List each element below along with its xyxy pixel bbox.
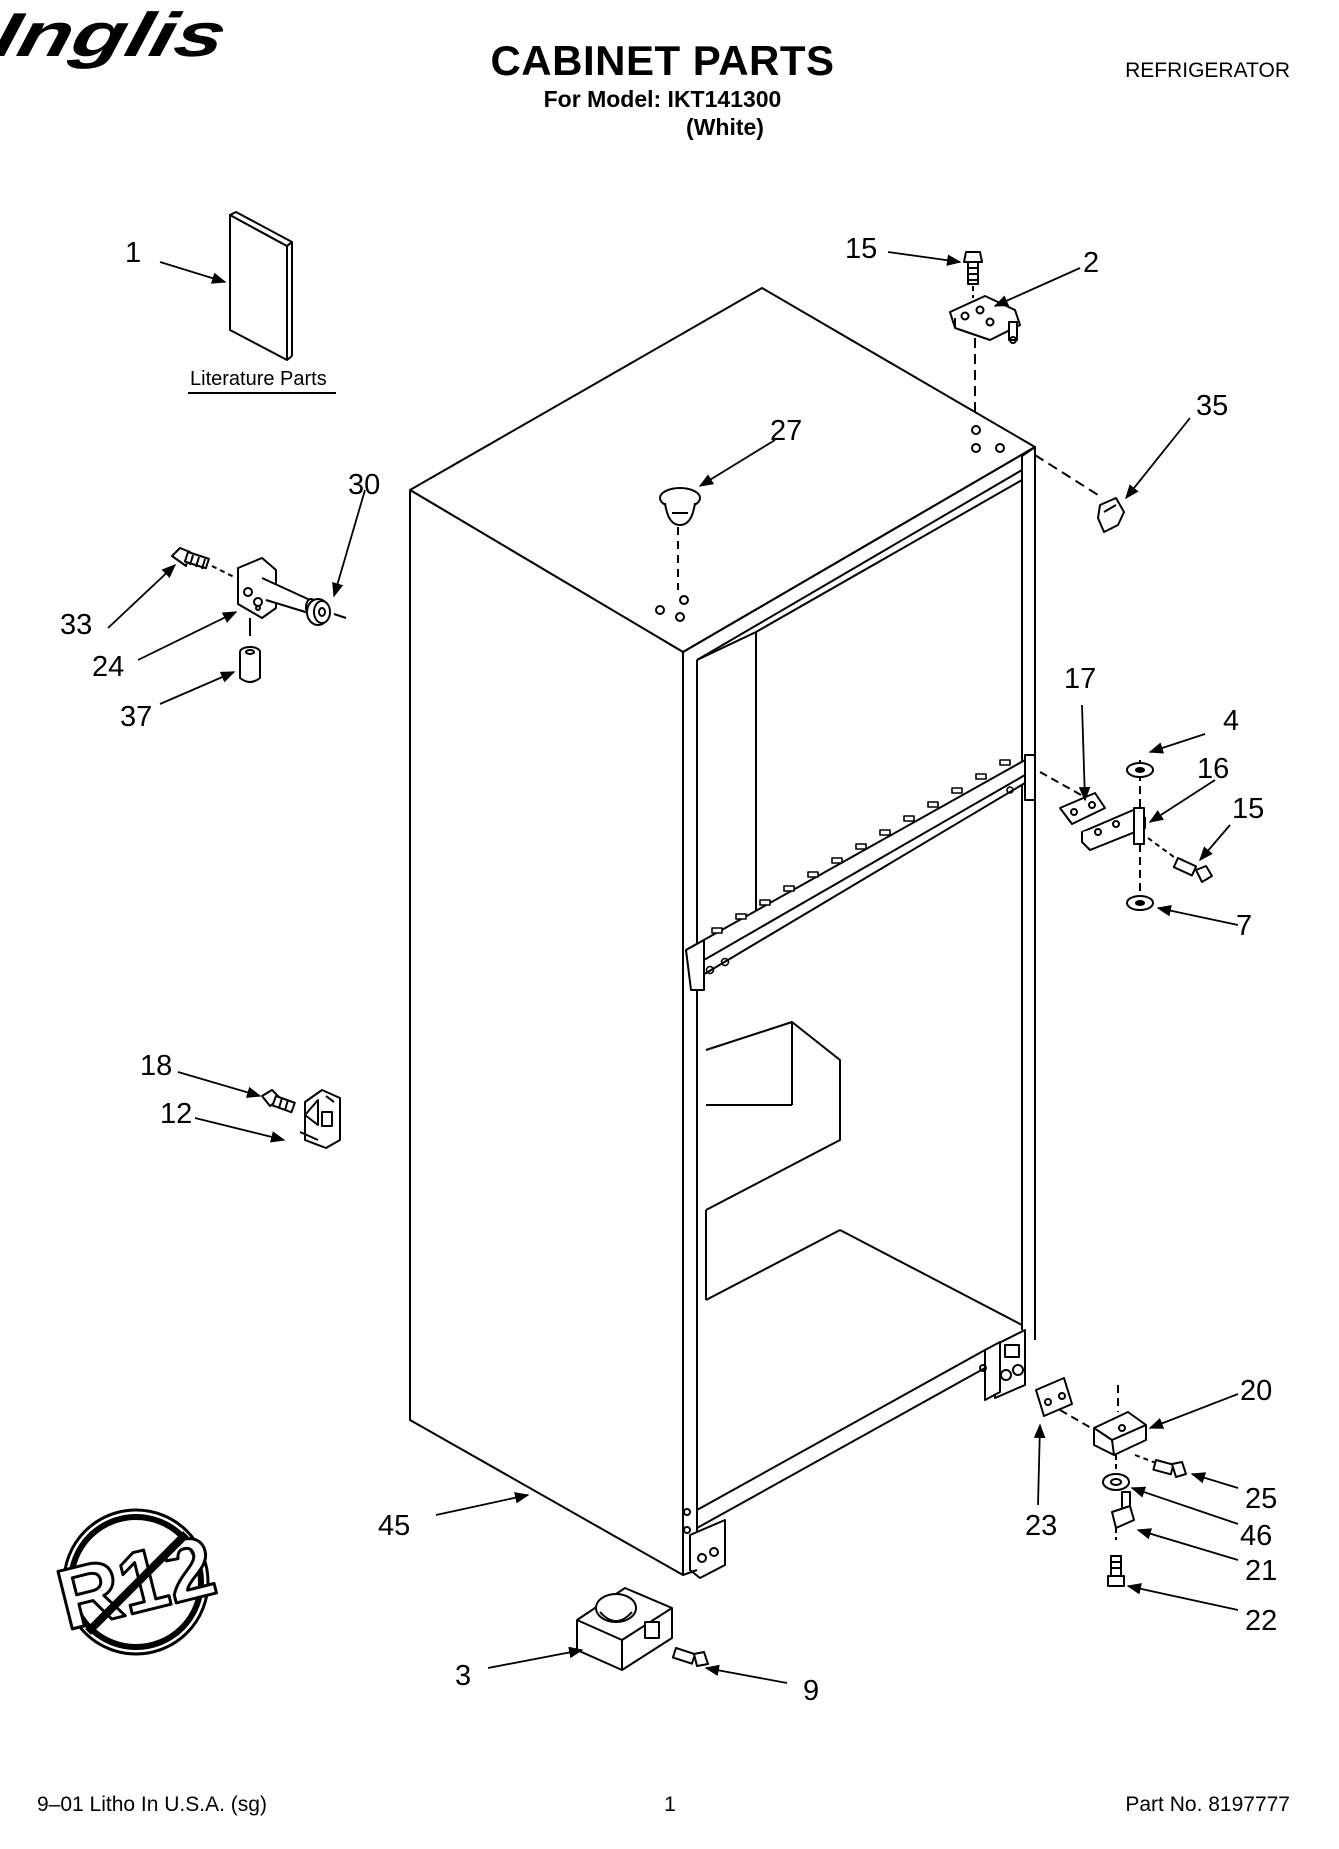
print-info: 9–01 Litho In U.S.A. (sg) [37,1793,267,1816]
callout-20: 20 [1240,1375,1272,1407]
top-plug [659,487,701,590]
page-title: CABINET PARTS [490,37,835,84]
literature-booklet: Literature Parts [188,211,336,394]
bottom-hinge-washer [1102,1473,1130,1491]
model-color: (White) [686,114,764,140]
callout-30: 30 [348,469,380,501]
leader-lines [107,251,1239,1684]
callout-46: 46 [1240,1520,1272,1552]
roller-screw [671,1647,709,1667]
bottom-hinge [1093,1385,1147,1472]
part-number: Part No. 8197777 [1125,1793,1290,1816]
inglis-logo: Inglis [0,1,234,70]
callout-23: 23 [1025,1510,1057,1542]
callout-25: 25 [1245,1483,1277,1515]
page-number: 1 [664,1793,676,1816]
callout-9: 9 [803,1675,819,1707]
cabinet-shell [409,287,1036,1579]
center-hinge-shim [1039,771,1106,825]
callout-15-top: 15 [845,233,877,265]
hinge-pin-screw [1107,1555,1125,1587]
r12-badge: R12 [47,1508,226,1656]
callout-3: 3 [455,1660,471,1692]
hinge-pin [1111,1491,1135,1540]
handle-spacer [239,646,261,683]
handle-washer [306,598,347,626]
product-type: REFRIGERATOR [1125,59,1290,82]
callout-45: 45 [378,1510,410,1542]
callout-24: 24 [92,651,124,683]
callout-22: 22 [1245,1605,1277,1637]
bottom-hinge-shim [1035,1377,1099,1433]
literature-parts-label: Literature Parts [190,368,327,390]
callout-12: 12 [160,1098,192,1130]
callout-16: 16 [1197,753,1229,785]
callout-2: 2 [1083,247,1099,279]
callout-37: 37 [120,701,152,733]
callout-1: 1 [125,237,141,269]
callout-21: 21 [1245,1555,1277,1587]
handle-screw [171,547,237,579]
callout-27: 27 [770,415,802,447]
model-number: For Model: IKT141300 [543,86,782,112]
hinge-cover [1034,454,1125,533]
center-hinge [1081,760,1146,900]
center-hinge-screw [1147,837,1213,883]
door-stop [299,1089,341,1149]
callout-labels: 1 15 2 35 27 30 33 24 37 17 4 16 15 7 18… [60,233,1277,1707]
door-stop-screw [261,1089,296,1114]
callout-33: 33 [60,609,92,641]
callout-35: 35 [1196,390,1228,422]
callout-15-middle: 15 [1232,793,1264,825]
callout-17: 17 [1064,663,1096,695]
bottom-hinge-screw [1134,1454,1187,1478]
top-hinge-screw [963,251,983,298]
hinge-washer-top [1126,762,1154,778]
brand-logo-text: Inglis [0,1,226,70]
callout-4: 4 [1223,705,1239,737]
callout-7: 7 [1236,910,1252,942]
hinge-washer-bottom [1126,895,1154,911]
top-hinge [949,295,1021,415]
callout-18: 18 [140,1050,172,1082]
leveling-roller [576,1587,673,1671]
handle-bracket [237,557,317,636]
